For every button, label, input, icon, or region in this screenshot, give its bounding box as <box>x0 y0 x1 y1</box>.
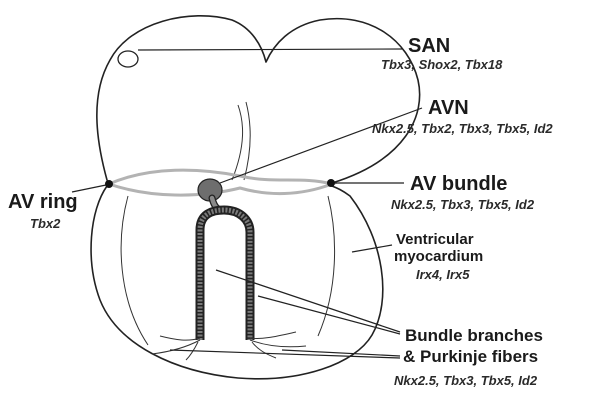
interatrial-septum <box>232 105 243 180</box>
ventricular-line1: Ventricular <box>396 231 474 248</box>
left-ventricle-wall <box>121 196 148 345</box>
ventricular-line2: myocardium <box>394 248 483 265</box>
san-node <box>118 51 138 67</box>
interatrial-septum-inner <box>244 102 250 180</box>
ventricular-genes: Irx4, Irx5 <box>416 267 470 282</box>
av-bundle-title: AV bundle <box>410 173 507 195</box>
bundle-branches <box>200 210 250 340</box>
avn-genes: Nkx2.5, Tbx2, Tbx3, Tbx5, Id2 <box>372 121 553 136</box>
san-title: SAN <box>408 35 450 57</box>
ventricular-leader <box>352 245 392 252</box>
av-ring-dot-left <box>105 180 113 188</box>
bundle-branches-genes: Nkx2.5, Tbx3, Tbx5, Id2 <box>394 373 538 388</box>
purkinje-fibers <box>152 332 306 360</box>
right-ventricle-wall <box>318 196 335 336</box>
av-ring-genes: Tbx2 <box>30 216 61 231</box>
atria-outline <box>97 16 420 183</box>
san-leader <box>138 49 402 50</box>
av-ring-title: AV ring <box>8 191 78 213</box>
av-ring-dot-right <box>327 179 335 187</box>
bundle-branches-line2: & Purkinje fibers <box>403 347 538 366</box>
san-genes: Tbx3, Shox2, Tbx18 <box>381 57 503 72</box>
avn-title: AVN <box>428 97 469 119</box>
av-bundle-genes: Nkx2.5, Tbx3, Tbx5, Id2 <box>391 197 535 212</box>
bundle-branches-line1: Bundle branches <box>405 326 543 345</box>
bundle-branches-inner <box>200 210 250 340</box>
